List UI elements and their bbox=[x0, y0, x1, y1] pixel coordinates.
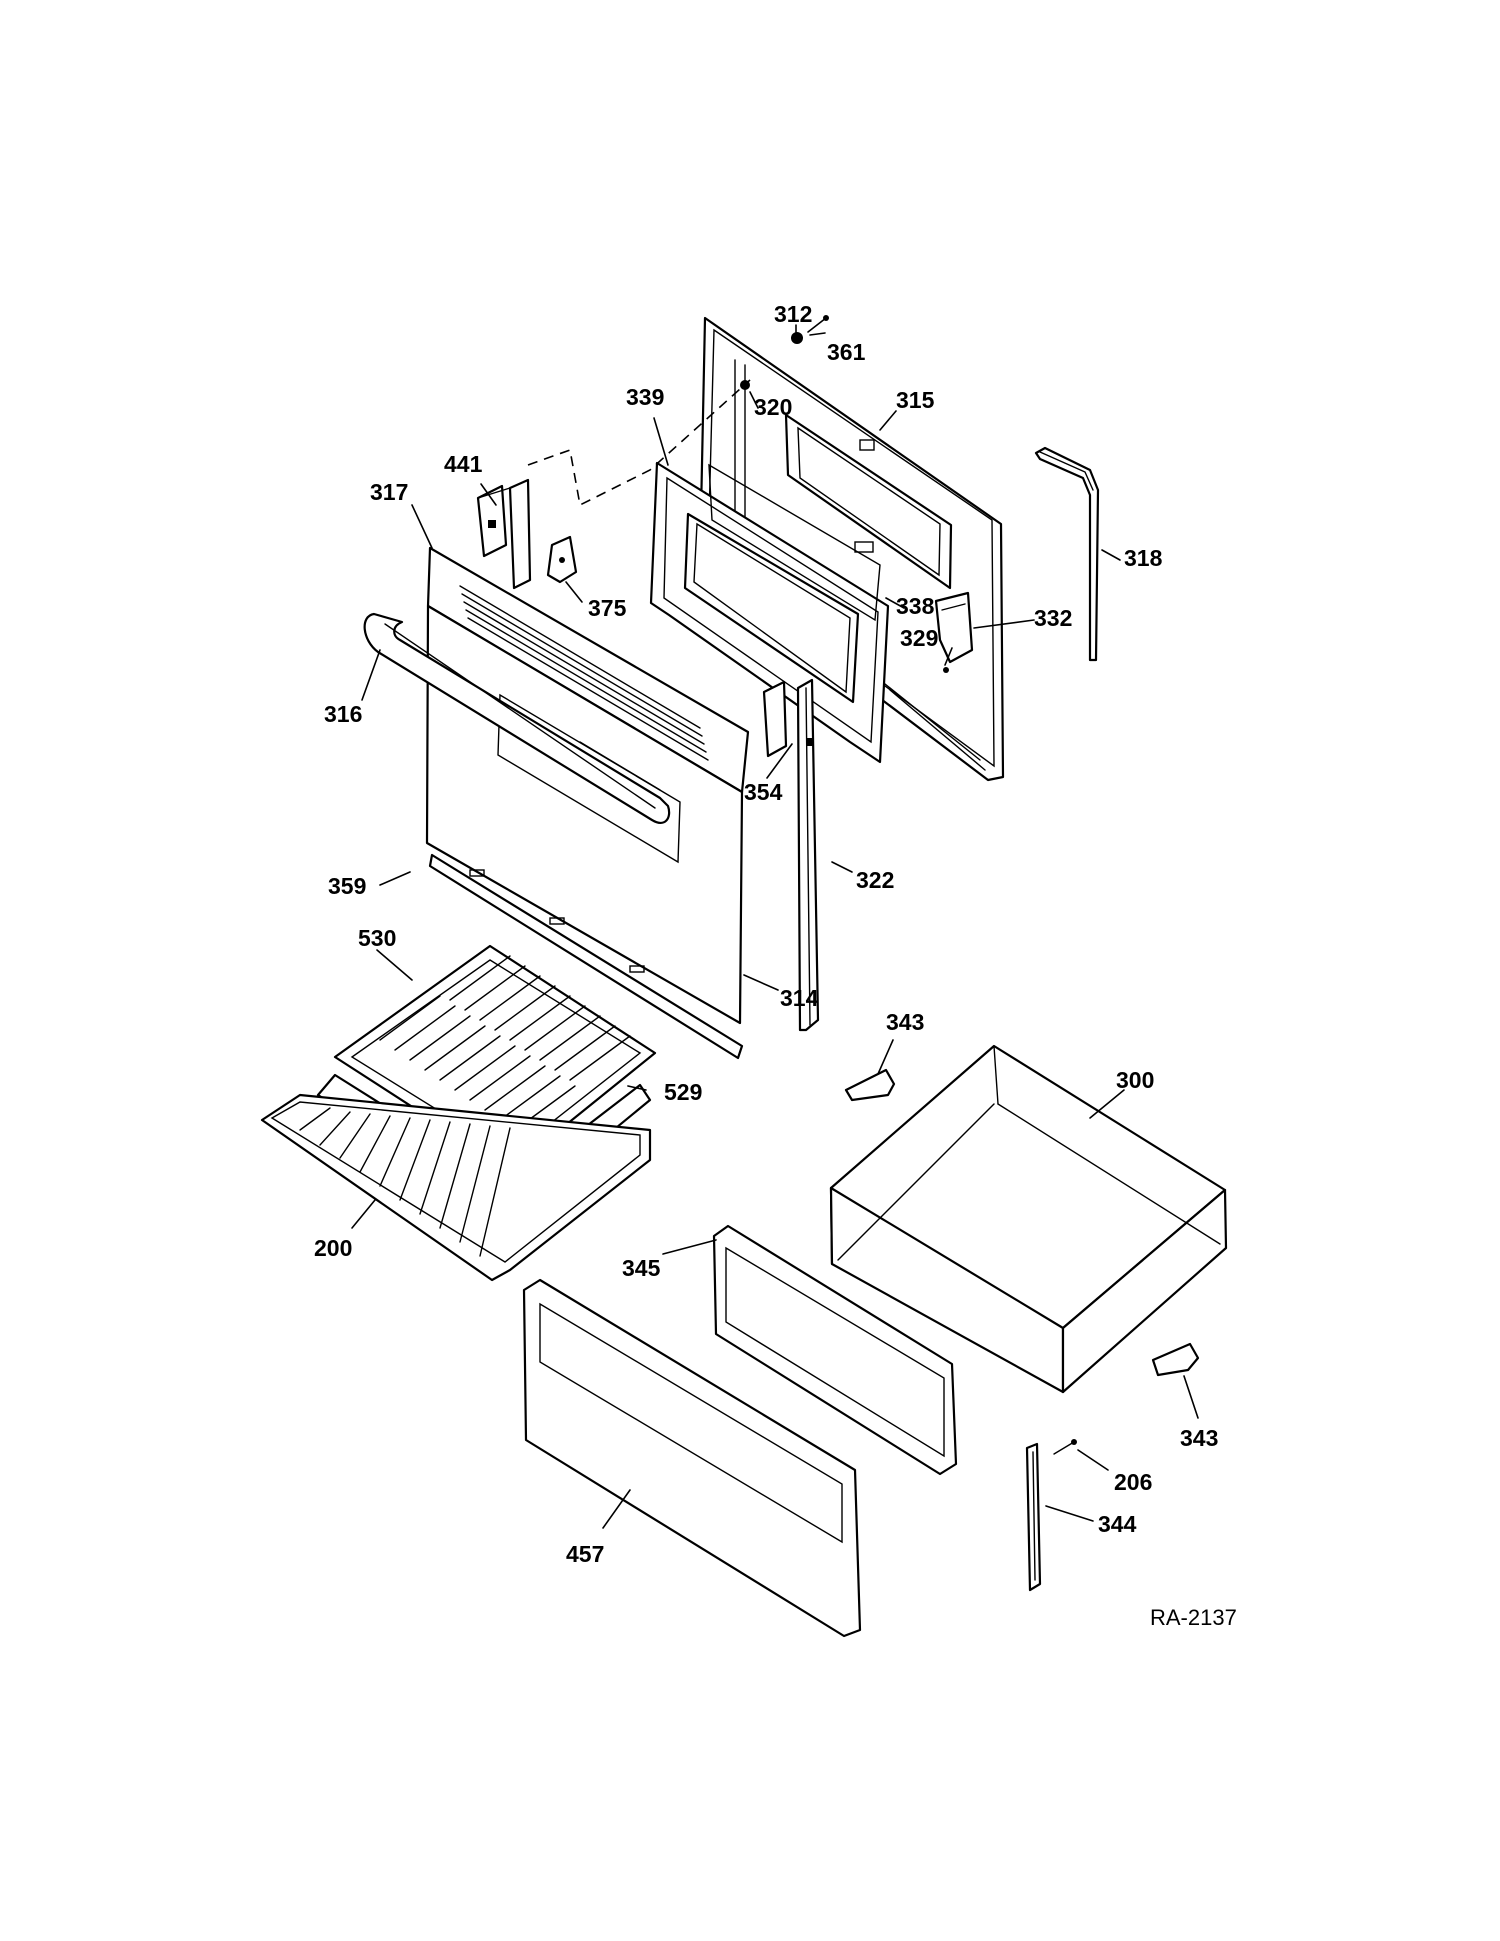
callout-375: 375 bbox=[588, 595, 627, 621]
callout-315: 315 bbox=[896, 387, 935, 413]
callout-354: 354 bbox=[744, 779, 783, 805]
callout-343-lower: 343 bbox=[1180, 1425, 1218, 1451]
drawer-body-300 bbox=[829, 1044, 1228, 1394]
drawer-front-457 bbox=[522, 1278, 862, 1638]
callout-312: 312 bbox=[774, 301, 812, 327]
callout-316: 316 bbox=[324, 701, 362, 727]
screw-206 bbox=[1053, 1439, 1077, 1455]
callout-338: 338 bbox=[896, 593, 935, 619]
callout-345: 345 bbox=[622, 1255, 661, 1281]
callout-200: 200 bbox=[314, 1235, 352, 1261]
leader-lines bbox=[351, 324, 1199, 1529]
bracket-375 bbox=[546, 535, 578, 584]
vent-slots bbox=[459, 585, 709, 761]
callout-300: 300 bbox=[1116, 1067, 1154, 1093]
door-handle-316 bbox=[363, 612, 671, 824]
drawer-rail-344 bbox=[1025, 1442, 1042, 1592]
callout-317: 317 bbox=[370, 479, 408, 505]
callout-318: 318 bbox=[1124, 545, 1163, 571]
callout-329: 329 bbox=[900, 625, 938, 651]
door-gasket-318 bbox=[1034, 446, 1100, 662]
callout-359: 359 bbox=[328, 873, 366, 899]
alignment-line bbox=[527, 379, 751, 507]
callout-332: 332 bbox=[1034, 605, 1072, 631]
drawer-glide-343-upper bbox=[844, 1068, 896, 1102]
callout-530: 530 bbox=[358, 925, 396, 951]
callout-529: 529 bbox=[664, 1079, 702, 1105]
screw-361 bbox=[807, 315, 829, 333]
fastener-320 bbox=[740, 380, 750, 390]
drawer-glide-343-lower bbox=[1151, 1342, 1200, 1377]
callout-343-upper: 343 bbox=[886, 1009, 924, 1035]
door-bottom-trim-359 bbox=[428, 853, 744, 1060]
oven-rack-200 bbox=[260, 1093, 652, 1282]
callout-361: 361 bbox=[827, 339, 866, 365]
callout-322: 322 bbox=[856, 867, 894, 893]
callout-457: 457 bbox=[566, 1541, 604, 1567]
nut-312 bbox=[791, 332, 803, 344]
door-glass-frame-339 bbox=[649, 461, 890, 764]
callout-314: 314 bbox=[780, 985, 819, 1011]
callout-339: 339 bbox=[626, 384, 664, 410]
drawer-liner-345 bbox=[712, 1224, 958, 1476]
callout-441: 441 bbox=[444, 451, 483, 477]
hinge-bracket-332 bbox=[934, 591, 974, 673]
callout-206: 206 bbox=[1114, 1469, 1152, 1495]
callout-320: 320 bbox=[754, 394, 792, 420]
hinge-441 bbox=[476, 478, 532, 590]
callout-344: 344 bbox=[1098, 1511, 1137, 1537]
reference-code: RA-2137 bbox=[1150, 1605, 1237, 1630]
side-trim-322 bbox=[762, 678, 820, 1032]
callout-labels: 312 361 339 320 315 441 317 318 375 338 … bbox=[314, 301, 1218, 1567]
